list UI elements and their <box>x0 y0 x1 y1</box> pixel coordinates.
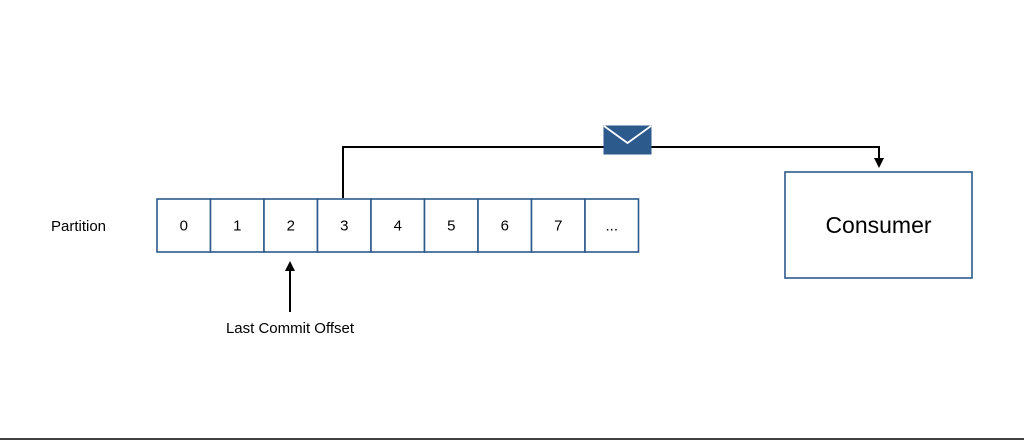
partition-cell: 7 <box>530 198 586 253</box>
partition-cell-offset: 4 <box>394 218 402 235</box>
partition-cell-box <box>263 198 319 253</box>
partition-cell: 5 <box>423 198 479 253</box>
partition-cell-box <box>530 198 586 253</box>
consumer-label: Consumer <box>825 212 931 238</box>
partition-cell-box <box>156 198 212 253</box>
partition-cells: 0 1 2 3 4 5 6 7... <box>156 198 640 253</box>
partition-cell: ... <box>584 198 640 253</box>
consumer-box: Consumer <box>784 171 973 279</box>
partition-cell-offset: 7 <box>554 218 562 235</box>
partition-cell: 0 <box>156 198 212 253</box>
partition-cell-box <box>477 198 533 253</box>
partition-cell: 2 <box>263 198 319 253</box>
partition-cell: 6 <box>477 198 533 253</box>
partition-cell-offset: 2 <box>287 218 295 235</box>
partition-cell-offset: ... <box>605 218 618 235</box>
partition-cell-offset: 0 <box>180 218 188 235</box>
envelope-icon <box>603 125 652 155</box>
partition-cell: 1 <box>209 198 265 253</box>
partition-cell-box <box>209 198 265 253</box>
partition-cell-offset: 1 <box>233 218 241 235</box>
last-commit-label: Last Commit Offset <box>226 320 355 337</box>
partition-cell-box <box>584 198 640 253</box>
partition-cell-box <box>423 198 479 253</box>
partition-cell: 3 <box>316 198 372 253</box>
partition-cell-offset: 6 <box>501 218 509 235</box>
partition-cell-offset: 3 <box>340 218 348 235</box>
partition-cell-offset: 5 <box>447 218 455 235</box>
partition-cell-box <box>370 198 426 253</box>
partition-label: Partition <box>51 218 106 235</box>
partition-cell: 4 <box>370 198 426 253</box>
